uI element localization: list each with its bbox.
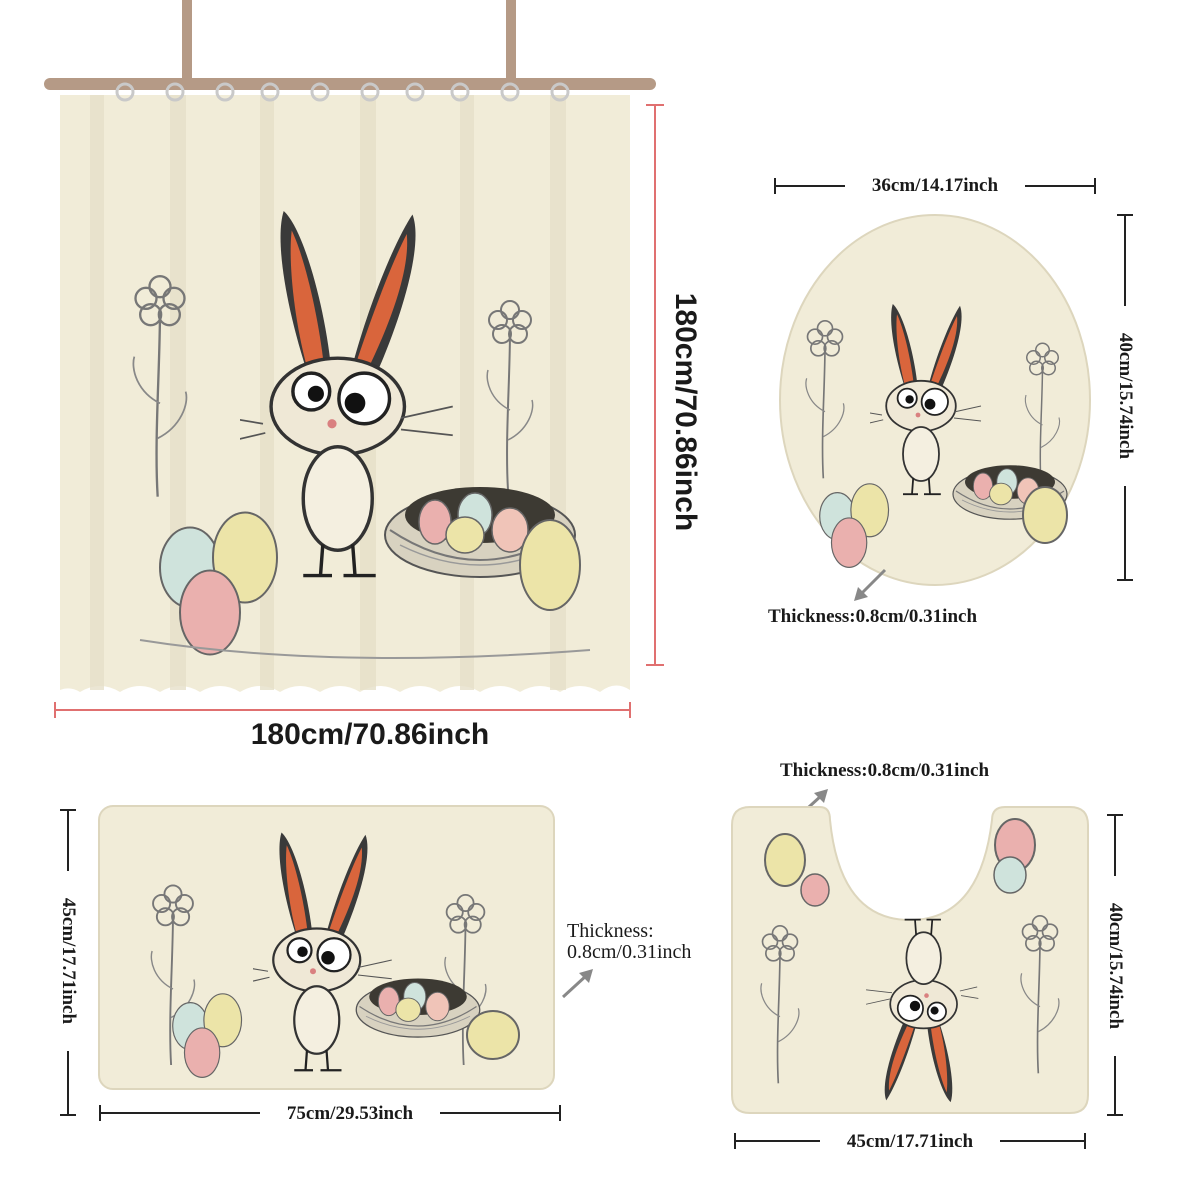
- curtain-height-dimension: [646, 104, 664, 666]
- bath-mat-panel: [98, 805, 555, 1090]
- rug-height-label: 40cm/15.74inch: [1104, 876, 1126, 1056]
- curtain-width-dimension: [54, 702, 631, 718]
- rug-width-label: 45cm/17.71inch: [820, 1131, 1000, 1153]
- rug-thickness-label: Thickness:0.8cm/0.31inch: [780, 760, 990, 781]
- curtain-width-label: 180cm/70.86inch: [250, 718, 490, 751]
- mat-thickness-line1: Thickness:: [567, 920, 654, 942]
- contour-rug-panel: [730, 805, 1090, 1115]
- lid-thickness-label: Thickness:0.8cm/0.31inch: [768, 606, 978, 627]
- lid-thickness-arrow: [854, 568, 887, 601]
- mat-thickness-arrow: [561, 969, 593, 999]
- curtain-height-label: 180cm/70.86inch: [669, 292, 702, 532]
- mat-width-label: 75cm/29.53inch: [260, 1103, 440, 1125]
- lid-cover-panel: [775, 210, 1095, 590]
- mat-height-label: 45cm/17.71inch: [57, 871, 79, 1051]
- lid-width-label: 36cm/14.17inch: [845, 175, 1025, 197]
- mat-thickness-line2: 0.8cm/0.31inch: [567, 941, 692, 963]
- lid-height-label: 40cm/15.74inch: [1114, 306, 1136, 486]
- curtain-panel: [30, 0, 670, 700]
